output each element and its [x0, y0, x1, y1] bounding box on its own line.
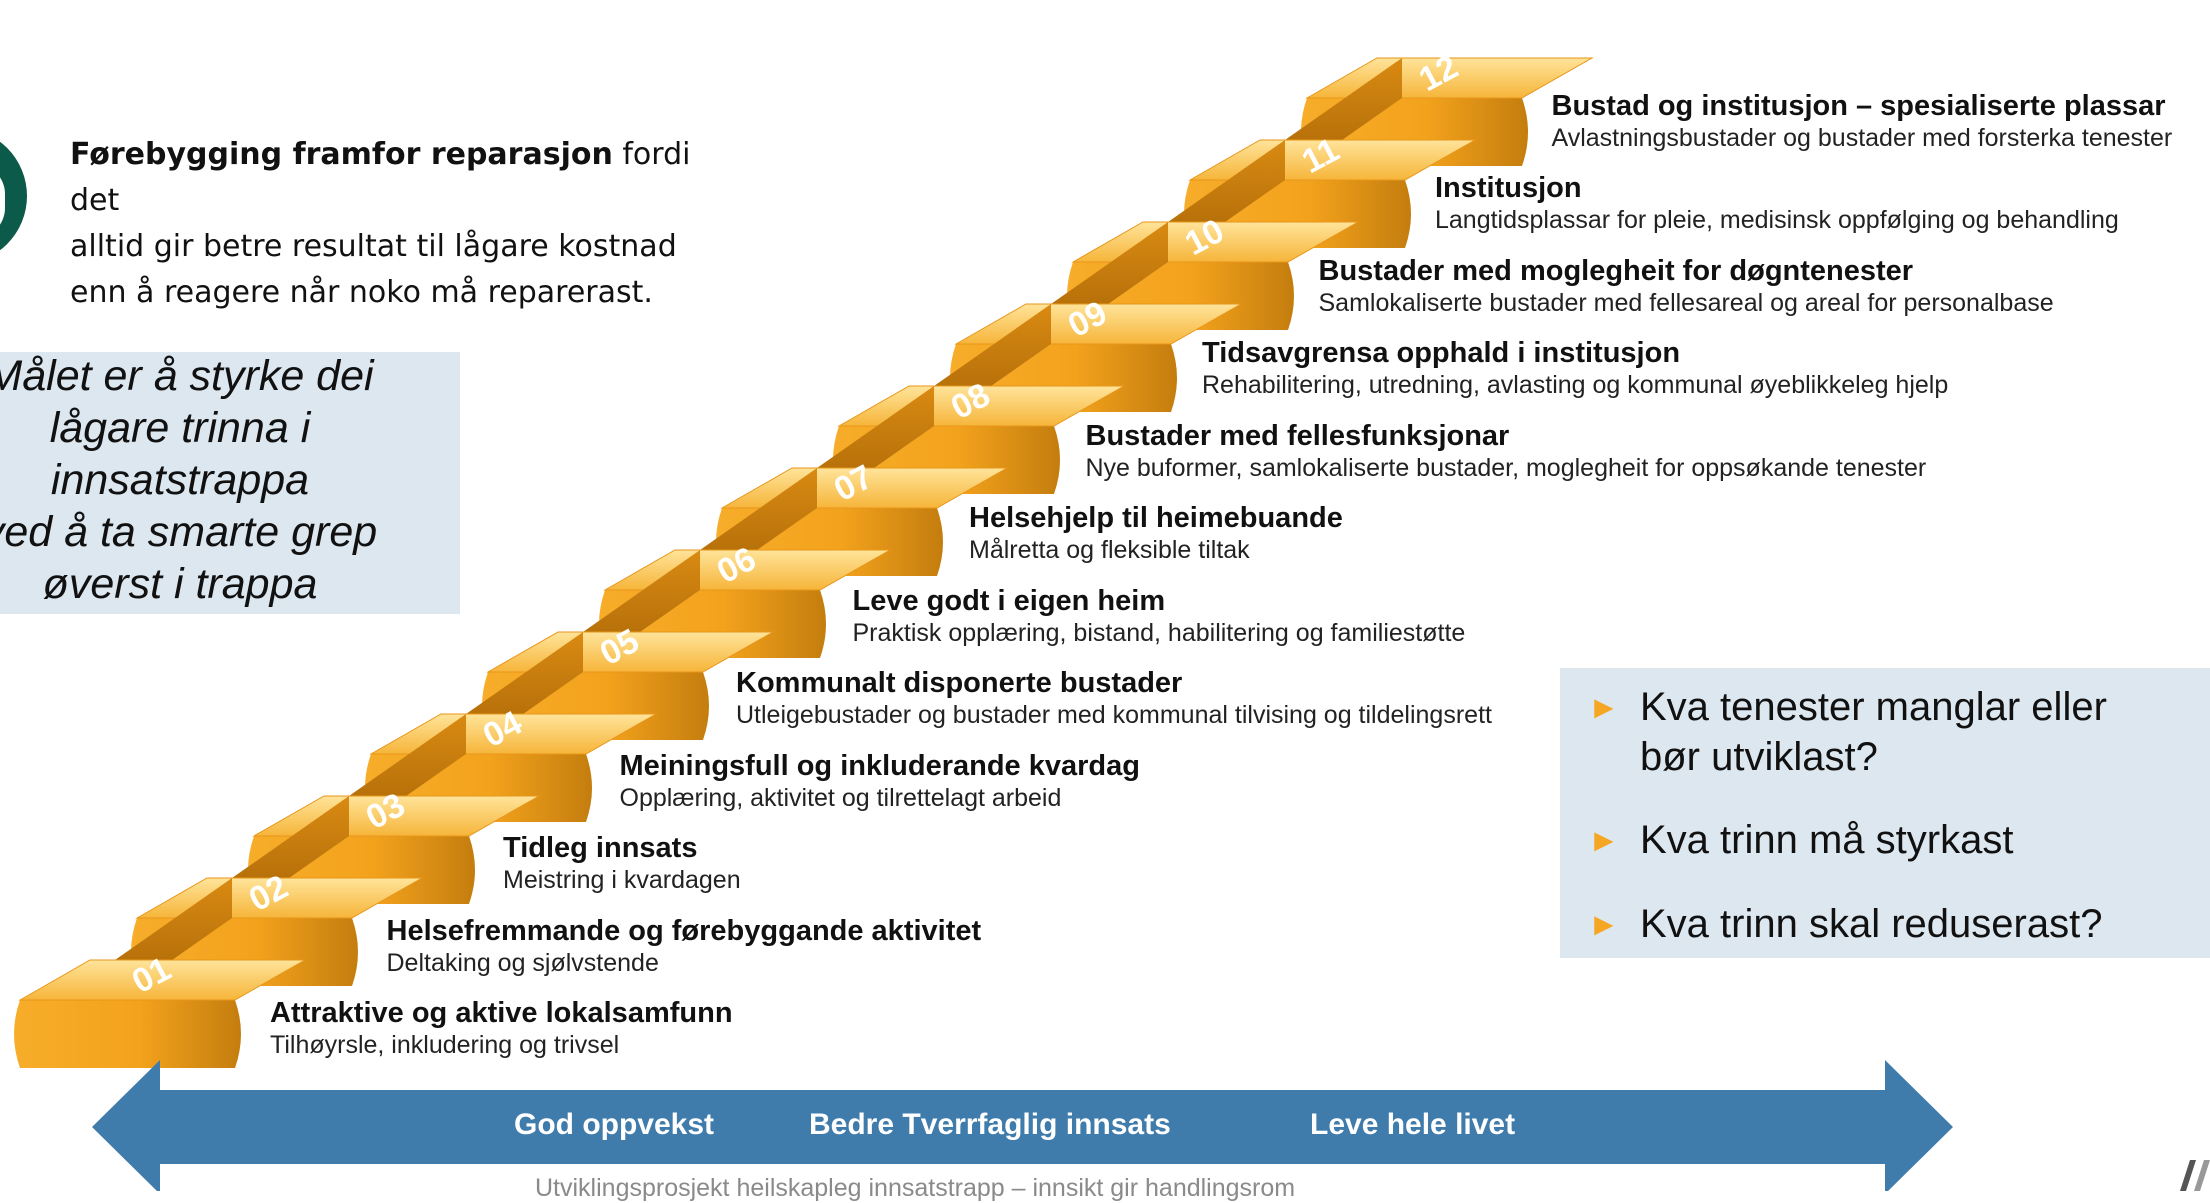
- step-subtitle: Tilhøyrsle, inkludering og trivsel: [270, 1031, 620, 1059]
- bullet-arrow-icon: ►: [1588, 906, 1620, 942]
- step-title: Kommunalt disponerte bustader: [736, 667, 1183, 699]
- step-block-01: 01: [14, 878, 307, 1068]
- goal-text: Målet er å styrke dei lågare trinna i in…: [0, 352, 378, 608]
- step-title: Meiningsfull og inkluderande kvardag: [619, 749, 1140, 782]
- intro-line3: enn å reagere når noko må reparerast.: [70, 275, 653, 310]
- logo-icon: [2180, 1160, 2210, 1191]
- step-subtitle: Praktisk opplæring, bistand, habiliterin…: [852, 618, 1466, 647]
- intro-bold: Førebygging framfor reparasjon: [70, 137, 613, 172]
- banner-item-2: Bedre Tverrfaglig innsats: [809, 1108, 1171, 1141]
- step-label-12: Bustad og institusjon – spesialiserte pl…: [1552, 90, 2173, 154]
- step-title: Leve godt i eigen heim: [852, 584, 1166, 617]
- step-title: Attraktive og aktive lokalsamfunn: [270, 997, 733, 1029]
- step-title: Institusjon: [1435, 172, 1582, 204]
- step-subtitle: Meistring i kvardagen: [503, 866, 741, 894]
- step-subtitle: Samlokaliserte bustader med fellesareal …: [1318, 288, 2054, 317]
- step-subtitle: Langtidsplassar for pleie, medisinsk opp…: [1435, 206, 2119, 234]
- bullet-arrow-icon: ►: [1588, 822, 1620, 858]
- step-title: Helsefremmande og førebyggande aktivitet: [386, 914, 982, 947]
- step-subtitle: Deltaking og sjølvstende: [386, 948, 659, 977]
- step-title: Helsehjelp til heimebuande: [969, 502, 1343, 534]
- intro-line1-rest: fordi det: [70, 137, 691, 218]
- step-label-02: Helsefremmande og førebyggande aktivitet…: [387, 915, 982, 979]
- step-subtitle: Opplæring, aktivitet og tilrettelagt arb…: [619, 783, 1062, 812]
- step-subtitle: Utleigebustader og bustader med kommunal…: [736, 701, 1492, 729]
- question-1-line1: Kva tenester manglar eller: [1640, 685, 2107, 729]
- goal-box: [0, 352, 460, 614]
- question-2-text: Kva trinn må styrkast: [1640, 818, 2014, 862]
- step-subtitle: Rehabilitering, utredning, avlasting og …: [1202, 371, 1949, 399]
- footer-note: Utviklingsprosjekt heilskapleg innsatstr…: [535, 1174, 1296, 1202]
- step-title: Tidleg innsats: [503, 832, 698, 864]
- bullet-arrow-icon: ►: [1588, 689, 1620, 725]
- banner-item-3: Leve hele livet: [1310, 1108, 1516, 1141]
- step-title: Bustader med moglegheit for døgntenester: [1318, 254, 1914, 287]
- banner-item-1: God oppvekst: [514, 1108, 715, 1141]
- step-subtitle: Avlastningsbustader og bustader med fors…: [1551, 123, 2173, 152]
- step-subtitle: Målretta og fleksible tiltak: [969, 536, 1250, 564]
- step-block-04: 04: [365, 632, 658, 822]
- step-title: Bustad og institusjon – spesialiserte pl…: [1551, 89, 2166, 122]
- step-title: Bustader med fellesfunksjonar: [1085, 419, 1510, 452]
- timeline-arrow: [92, 1060, 1953, 1191]
- intro-line2: alltid gir betre resultat til lågare kos…: [70, 229, 677, 264]
- step-subtitle: Nye buformer, samlokaliserte bustader, m…: [1085, 453, 1927, 482]
- step-title: Tidsavgrensa opphald i institusjon: [1202, 337, 1681, 369]
- question-1-line2: bør utviklast?: [1640, 735, 1878, 779]
- questions-box: [1560, 668, 2210, 958]
- intro-text: Førebygging framfor reparasjon fordi det…: [70, 132, 710, 316]
- step-label-10: Bustader med moglegheit for døgntenester…: [1319, 255, 2054, 319]
- question-3-text: Kva trinn skal reduserast?: [1640, 902, 2103, 946]
